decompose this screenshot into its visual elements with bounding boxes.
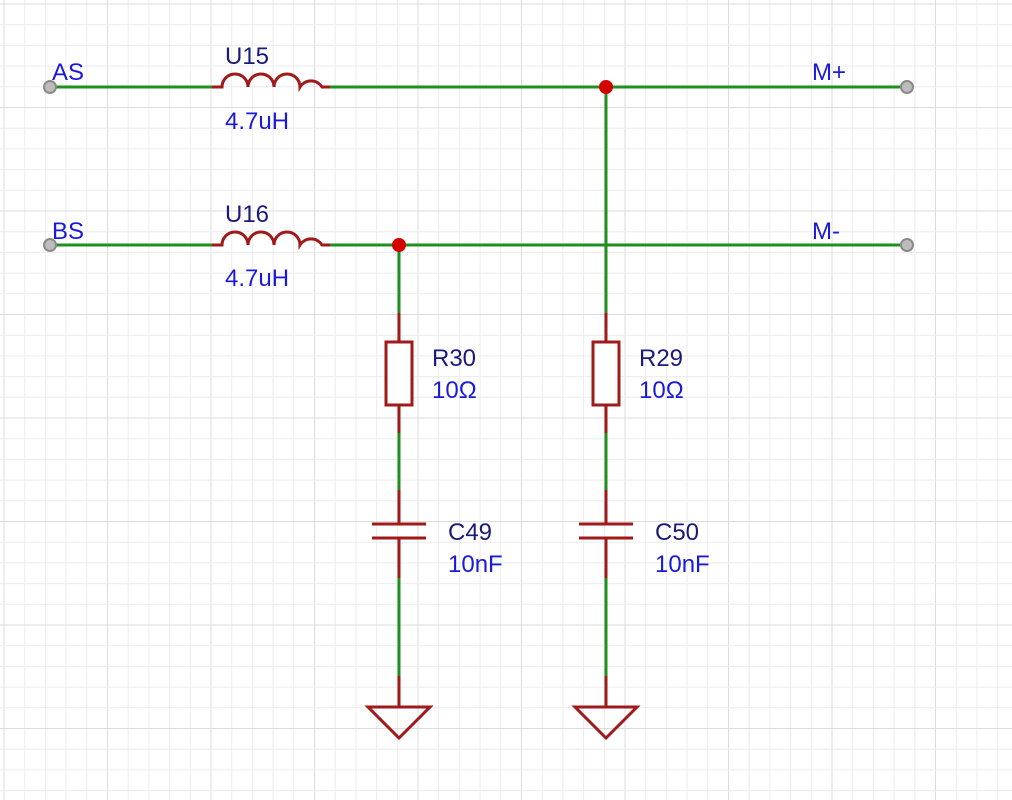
net-label-bs: BS: [52, 218, 84, 245]
ground-symbol[interactable]: [364, 676, 434, 741]
value-r29: 10Ω: [639, 377, 684, 404]
junction-dot: [599, 80, 613, 94]
designator-u16: U16: [225, 201, 269, 228]
inductor-symbol[interactable]: [212, 230, 330, 251]
value-c50: 10nF: [655, 551, 710, 578]
wires: [50, 85, 907, 676]
net-label-as: AS: [52, 59, 84, 86]
resistor-symbol[interactable]: [384, 313, 414, 433]
capacitor-symbol[interactable]: [372, 490, 426, 578]
resistor-symbol[interactable]: [591, 313, 621, 433]
port-endpoints: [43, 80, 914, 252]
port-m-minus[interactable]: [900, 238, 914, 252]
value-r30: 10Ω: [432, 377, 477, 404]
inductor-symbol[interactable]: [212, 72, 330, 93]
designator-c49: C49: [448, 519, 492, 546]
value-u15: 4.7uH: [225, 108, 289, 135]
designator-r30: R30: [432, 345, 476, 372]
junction-dot: [392, 238, 406, 252]
capacitor-symbol[interactable]: [579, 490, 633, 578]
designator-u15: U15: [225, 43, 269, 70]
net-label-m-plus: M+: [812, 59, 846, 86]
value-c49: 10nF: [448, 551, 503, 578]
ground-symbol[interactable]: [571, 676, 641, 741]
port-as[interactable]: [43, 80, 57, 94]
value-u16: 4.7uH: [225, 265, 289, 292]
port-bs[interactable]: [43, 238, 57, 252]
net-label-m-minus: M-: [812, 218, 840, 245]
designator-c50: C50: [655, 519, 699, 546]
port-m-plus[interactable]: [900, 80, 914, 94]
designator-r29: R29: [639, 345, 683, 372]
